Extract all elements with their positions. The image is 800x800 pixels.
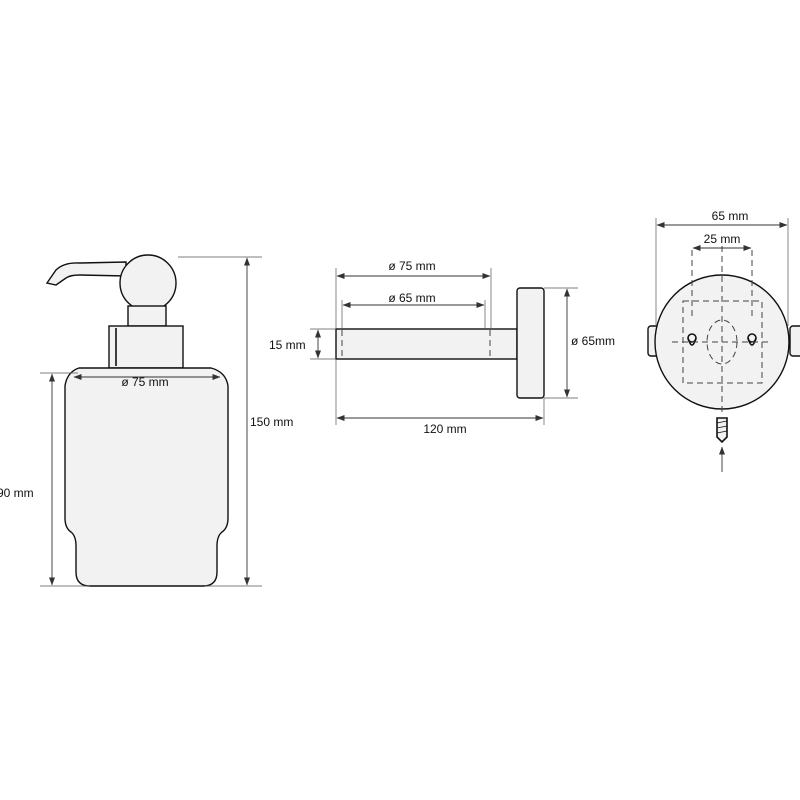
length-label: 120 mm [423, 422, 466, 436]
front-view: 65 mm 25 mm [647, 209, 800, 472]
plate-diameter-label: ø 65mm [571, 334, 615, 348]
thickness-label: 15 mm [269, 338, 306, 352]
front-width-label: 65 mm [712, 209, 749, 223]
hole-spacing-label: 25 mm [704, 232, 741, 246]
dispenser-pump-head [119, 254, 177, 312]
screw [716, 417, 728, 444]
dispenser-diameter-label: ø 75 mm [121, 375, 168, 389]
dispenser-collar [108, 325, 184, 369]
dispenser-spout [45, 261, 127, 286]
inner-diameter-label: ø 65 mm [388, 291, 435, 305]
dispenser-container [64, 367, 229, 587]
dispenser-height-label: 150 mm [250, 415, 293, 429]
container-height-label: 90 mm [0, 486, 34, 500]
right-tab [789, 325, 800, 357]
side-view: ø 75 mm ø 65 mm 15 mm 120 mm ø 65mm [269, 259, 615, 436]
dispenser-view: ø 75 mm 150 mm 90 mm [0, 254, 293, 587]
holder-wall-plate [516, 287, 545, 399]
holder-tube [335, 328, 518, 360]
outer-diameter-label: ø 75 mm [388, 259, 435, 273]
dispenser-pump-stem [127, 305, 167, 327]
